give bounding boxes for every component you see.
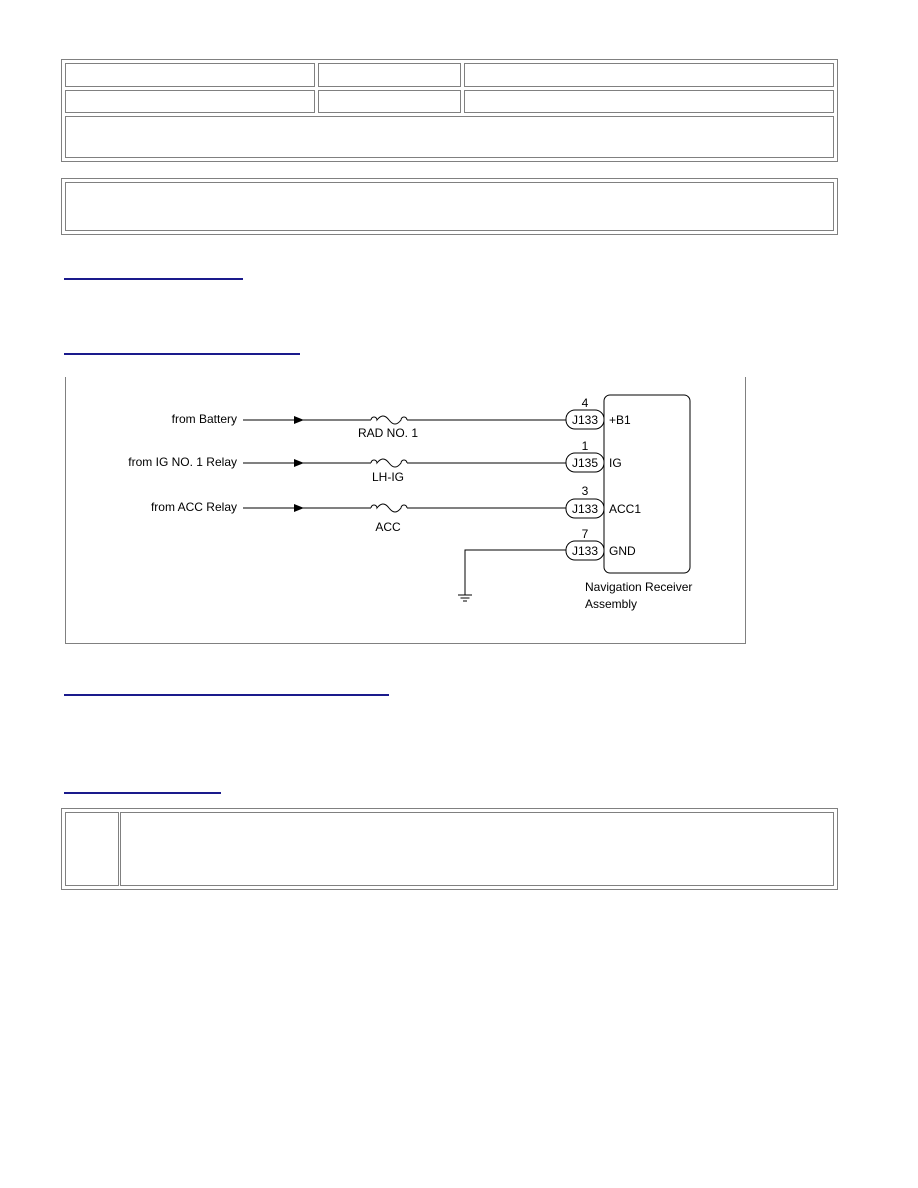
wire-battery: from Battery RAD NO. 1 4 J133 +B1 [172, 396, 631, 440]
pin-number: 7 [582, 527, 589, 541]
terminal-label: +B1 [609, 413, 631, 427]
section-heading-rule[interactable] [64, 278, 243, 280]
pin-number: 1 [582, 439, 589, 453]
connector-label: J133 [572, 502, 598, 516]
header-cell [65, 90, 315, 113]
wire-acc-relay: from ACC Relay ACC 3 J133 ACC1 [151, 484, 641, 534]
section-heading-rule[interactable] [64, 694, 389, 696]
wire-source-label: from ACC Relay [151, 500, 237, 514]
terminal-label: ACC1 [609, 502, 641, 516]
wire-source-label: from IG NO. 1 Relay [128, 455, 237, 469]
header-cell [318, 90, 461, 113]
note-box [61, 178, 838, 235]
connector-label: J135 [572, 456, 598, 470]
navigation-receiver-box [603, 394, 691, 574]
header-table [61, 59, 838, 162]
note-cell [65, 182, 834, 231]
wiring-diagram: from Battery RAD NO. 1 4 J133 +B1 from I… [65, 377, 746, 644]
section-heading-rule[interactable] [64, 353, 300, 355]
connector-label: J133 [572, 544, 598, 558]
connector-label: J133 [572, 413, 598, 427]
terminal-label: IG [609, 456, 622, 470]
wire-ig-relay: from IG NO. 1 Relay LH-IG 1 J135 IG [128, 439, 621, 484]
header-cell [65, 63, 315, 87]
wire-ground: 7 J133 GND [458, 527, 636, 602]
wire-source-label: from Battery [172, 412, 237, 426]
header-cell [464, 90, 834, 113]
procedure-content-cell [120, 812, 834, 886]
pin-number: 3 [582, 484, 589, 498]
fuse-icon [370, 458, 408, 468]
fuse-icon [370, 415, 408, 425]
header-cell [318, 63, 461, 87]
wiring-diagram-svg: from Battery RAD NO. 1 4 J133 +B1 from I… [128, 394, 692, 611]
fuse-icon [370, 503, 408, 513]
fuse-label: ACC [375, 520, 401, 534]
header-wide-cell [65, 116, 834, 158]
ground-icon [458, 594, 472, 602]
fuse-label: RAD NO. 1 [358, 426, 418, 440]
fuse-label: LH-IG [372, 470, 404, 484]
terminal-label: GND [609, 544, 636, 558]
procedure-step-cell [65, 812, 119, 886]
pin-number: 4 [582, 396, 589, 410]
component-label: Assembly [585, 597, 637, 611]
section-heading-rule[interactable] [64, 792, 221, 794]
procedure-table [61, 808, 838, 890]
header-cell [464, 63, 834, 87]
component-label: Navigation Receiver [585, 580, 692, 594]
